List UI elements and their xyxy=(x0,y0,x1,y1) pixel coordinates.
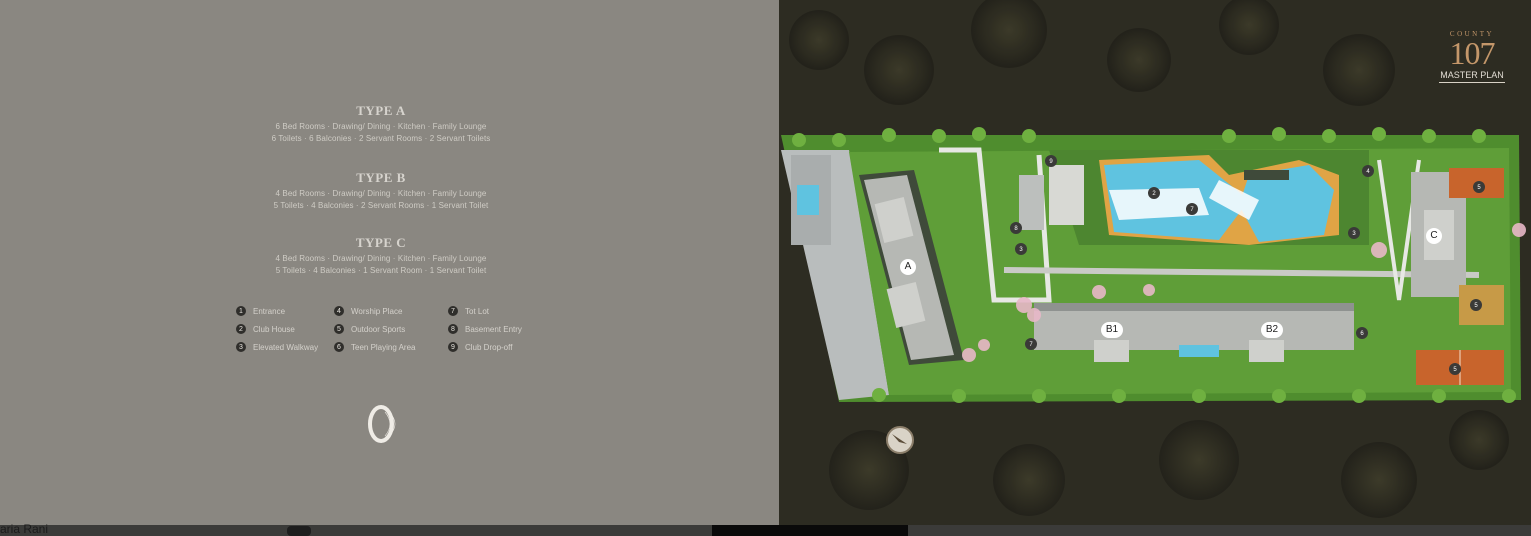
legend-label: Entrance xyxy=(253,306,286,316)
svg-text:4: 4 xyxy=(1366,169,1370,175)
club-house-complex xyxy=(1019,150,1369,245)
compass-icon xyxy=(886,426,914,454)
legend-item: 6 Teen Playing Area xyxy=(334,338,416,356)
legend-item: 3 Elevated Walkway xyxy=(236,338,318,356)
svg-text:3: 3 xyxy=(1019,247,1023,253)
legend-item: 9 Club Drop-off xyxy=(448,338,522,356)
legend-number-badge: 8 xyxy=(448,324,458,334)
master-plan-map: 9 2 7 8 3 3 4 7 6 5 5 5 A B1 B2 C COUNTY… xyxy=(779,0,1531,525)
legend-label: Outdoor Sports xyxy=(351,324,406,334)
brand-logo: COUNTY 107 MASTER PLAN xyxy=(1439,30,1505,83)
legend-label: Elevated Walkway xyxy=(253,342,319,352)
legend-number-badge: 1 xyxy=(236,306,246,316)
legend-number-badge: 5 xyxy=(334,324,344,334)
type-a-line-1: 6 Bed Rooms · Drawing/ Dining · Kitchen … xyxy=(275,122,487,131)
svg-text:5: 5 xyxy=(1453,367,1457,373)
legend-number-badge: 9 xyxy=(448,342,458,352)
legend-column-2: 4 Worship Place 5 Outdoor Sports 6 Teen Pla… xyxy=(334,302,416,356)
svg-text:5: 5 xyxy=(1477,185,1481,191)
svg-text:2: 2 xyxy=(1152,191,1156,197)
svg-text:7: 7 xyxy=(1190,207,1194,213)
legend-label: Club Drop-off xyxy=(465,342,513,352)
type-c-block: TYPE C 4 Bed Rooms · Drawing/ Dining · K… xyxy=(0,235,762,275)
type-a-line-2: 6 Toilets · 6 Balconies · 2 Servant Room… xyxy=(271,134,491,143)
legend-label: Teen Playing Area xyxy=(351,342,416,352)
type-c-line-2: 5 Toilets · 4 Balconies · 1 Servant Room… xyxy=(275,266,487,275)
site-plan-drawing: 9 2 7 8 3 3 4 7 6 5 5 5 xyxy=(779,0,1531,525)
legend-number-badge: 4 xyxy=(334,306,344,316)
legend-number-badge: 3 xyxy=(236,342,246,352)
tower-b2-label: B2 xyxy=(1261,322,1283,338)
legend-label: Worship Place xyxy=(351,306,403,316)
plan-legend-panel: TYPE A 6 Bed Rooms · Drawing/ Dining · K… xyxy=(0,0,779,525)
legend-label: Club House xyxy=(253,324,295,334)
type-b-title: TYPE B xyxy=(356,170,406,185)
legend-item: 1 Entrance xyxy=(236,302,318,320)
type-b-line-1: 4 Bed Rooms · Drawing/ Dining · Kitchen … xyxy=(275,189,487,198)
svg-text:6: 6 xyxy=(1360,331,1364,337)
legend-item: 4 Worship Place xyxy=(334,302,416,320)
brand-small-text: COUNTY xyxy=(1449,30,1495,38)
legend-number-badge: 2 xyxy=(236,324,246,334)
svg-text:9: 9 xyxy=(1049,159,1053,165)
tower-b1-label: B1 xyxy=(1101,322,1123,338)
legend-item: 2 Club House xyxy=(236,320,318,338)
legend-label: Basement Entry xyxy=(465,324,522,334)
tower-c-label: C xyxy=(1426,228,1442,244)
svg-text:8: 8 xyxy=(1014,226,1018,232)
type-b-line-2: 5 Toilets · 4 Balconies · 2 Servant Room… xyxy=(273,201,489,210)
brand-emblem-icon xyxy=(368,405,396,443)
legend-column-3: 7 Tot Lot 8 Basement Entry 9 Club Drop-off xyxy=(448,302,522,356)
tower-a-label: A xyxy=(900,259,916,275)
legend-item: 7 Tot Lot xyxy=(448,302,522,320)
legend-number-badge: 7 xyxy=(448,306,458,316)
type-a-title: TYPE A xyxy=(356,103,406,118)
brand-number: 107 xyxy=(1449,35,1496,71)
bottom-strip-dark-block xyxy=(712,525,908,536)
bottom-strip-text: aria Rani xyxy=(0,522,49,536)
master-plan-title: MASTER PLAN xyxy=(1439,70,1505,83)
legend-item: 5 Outdoor Sports xyxy=(334,320,416,338)
legend-column-1: 1 Entrance 2 Club House 3 Elevated Walkway xyxy=(236,302,318,356)
svg-text:7: 7 xyxy=(1029,342,1033,348)
bottom-strip: aria Rani xyxy=(0,522,1531,536)
type-b-block: TYPE B 4 Bed Rooms · Drawing/ Dining · K… xyxy=(0,170,762,210)
bottom-strip-icon xyxy=(287,526,311,536)
type-c-title: TYPE C xyxy=(355,235,407,250)
svg-text:3: 3 xyxy=(1352,231,1356,237)
legend-item: 8 Basement Entry xyxy=(448,320,522,338)
type-a-block: TYPE A 6 Bed Rooms · Drawing/ Dining · K… xyxy=(0,103,762,143)
svg-text:5: 5 xyxy=(1474,303,1478,309)
type-c-line-1: 4 Bed Rooms · Drawing/ Dining · Kitchen … xyxy=(275,254,487,263)
legend-number-badge: 6 xyxy=(334,342,344,352)
tower-b-buildings xyxy=(1034,303,1354,362)
legend-label: Tot Lot xyxy=(465,306,490,316)
